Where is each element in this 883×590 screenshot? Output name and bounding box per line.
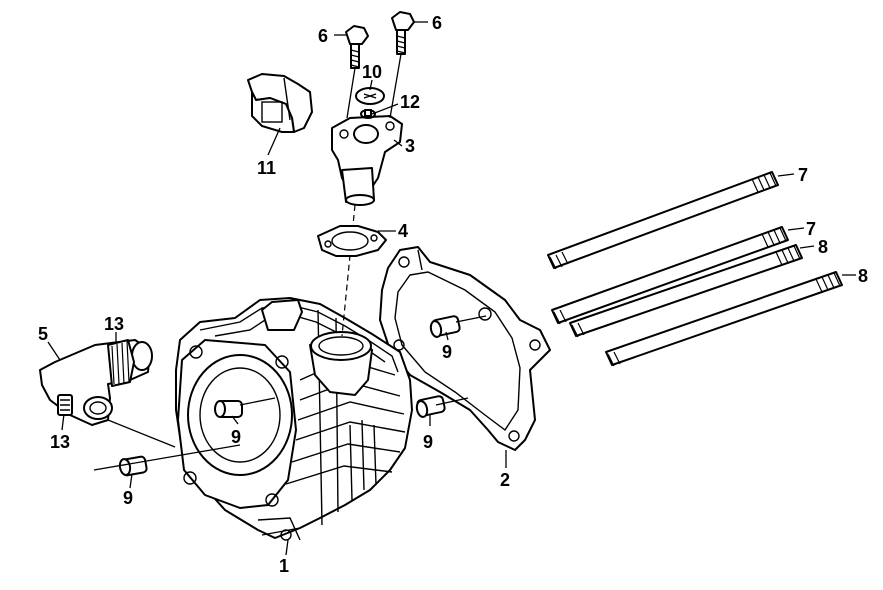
callout-leaders: [47, 21, 856, 556]
screw: [360, 109, 376, 119]
hose-clamp-lower: [57, 394, 73, 416]
stud-bolt-7-upper: [547, 171, 779, 270]
hose-clamp-upper: [107, 339, 135, 387]
stud-bolt-8-upper: [569, 244, 803, 338]
cylinder-base-gasket: [379, 246, 551, 451]
callout-5: 5: [38, 324, 48, 344]
callout-8-lower: 8: [858, 266, 868, 286]
callout-9-gasket-lower: 9: [423, 432, 433, 452]
thermostat-socket: [309, 331, 373, 396]
callout-2: 2: [500, 470, 510, 490]
callout-11: 11: [257, 158, 276, 178]
stud-bolt-7-lower: [551, 226, 789, 325]
stud-bolt-8-lower: [605, 271, 843, 367]
callout-8-upper: 8: [818, 237, 828, 257]
callout-9-block: 9: [231, 427, 241, 447]
callout-7-upper: 7: [798, 165, 808, 185]
callout-9-gasket-upper: 9: [442, 342, 452, 362]
washer: [355, 87, 385, 105]
elbow-hose: [39, 339, 153, 426]
clip: [247, 73, 313, 133]
callout-7-lower: 7: [806, 219, 816, 239]
callout-13-upper: 13: [104, 314, 124, 334]
callout-1: 1: [279, 556, 289, 576]
thermostat-housing: [331, 115, 403, 206]
callout-labels: 1 2 3 4 5 6 6 7 7 8 8 9 9 9 9 10 11 12 1…: [38, 13, 868, 576]
callout-3: 3: [405, 136, 415, 156]
callout-9-lower-left: 9: [123, 488, 133, 508]
callout-12: 12: [400, 92, 420, 112]
dowel-pin-lower-left: [118, 455, 148, 477]
callout-13-lower: 13: [50, 432, 70, 452]
dowel-pin-lower-right: [415, 395, 446, 418]
housing-gasket: [317, 225, 387, 257]
callout-6-left: 6: [318, 26, 328, 46]
flange-bolt-left: [345, 25, 369, 119]
callout-10: 10: [362, 62, 382, 82]
cylinder-block: [175, 297, 413, 541]
callout-4: 4: [398, 221, 408, 241]
dowel-pin-upper-right: [429, 315, 461, 338]
callout-6-right: 6: [432, 13, 442, 33]
dowel-pin-block: [214, 400, 243, 418]
